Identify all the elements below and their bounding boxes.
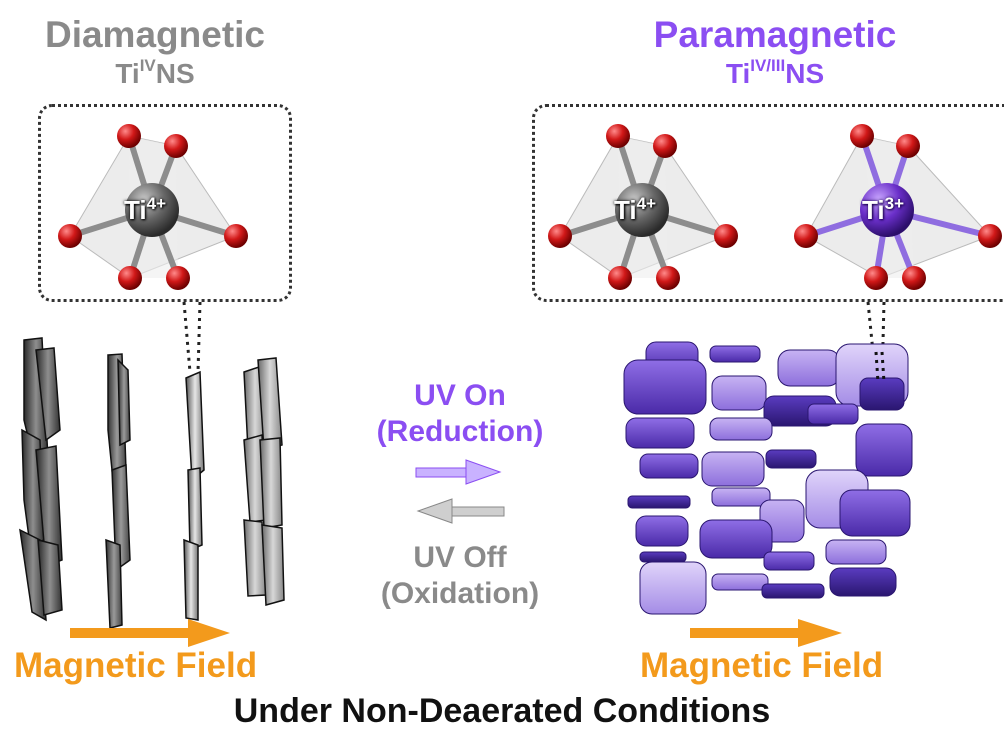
magnetic-field-arrow-left <box>70 619 230 647</box>
ti3-label: Ti3+ <box>862 194 905 225</box>
zoom-connector-right-end <box>874 351 886 383</box>
diamagnetic-structure-box <box>38 104 292 302</box>
uv-on-arrow <box>415 459 502 485</box>
paramagnetic-structure-box <box>532 104 1004 302</box>
uv-on-label: UV On (Reduction) <box>360 378 560 450</box>
diamagnetic-nanosheet-stacks <box>19 337 285 629</box>
paramagnetic-subtitle: TiIV/IIINS <box>725 56 825 89</box>
uv-on-line1: UV On <box>414 379 506 412</box>
paramagnetic-title: Paramagnetic <box>653 14 897 55</box>
uv-on-line2: (Reduction) <box>376 415 544 448</box>
ti4-octahedron-right <box>548 124 738 290</box>
diamagnetic-title: Diamagnetic <box>44 14 265 55</box>
uv-off-line2: (Oxidation) <box>380 577 540 610</box>
magnetic-field-label-right: Magnetic Field <box>640 646 884 685</box>
uv-off-line1: UV Off <box>413 541 507 574</box>
ti3-octahedron <box>794 124 1002 290</box>
zoom-connector-left <box>182 301 202 373</box>
uv-off-arrow <box>416 498 505 524</box>
conditions-caption: Under Non-Deaerated Conditions <box>233 692 771 730</box>
ti4-label-left: Ti4+ <box>124 194 167 225</box>
ti4-octahedron-left <box>58 124 248 290</box>
ti4-label-right: Ti4+ <box>614 194 657 225</box>
diamagnetic-subtitle: TiIVNS <box>115 56 195 89</box>
uv-off-label: UV Off (Oxidation) <box>360 540 560 612</box>
magnetic-field-arrow-right <box>690 619 842 647</box>
paramagnetic-nanosheet-cloud <box>623 341 913 615</box>
magnetic-field-label-left: Magnetic Field <box>14 646 258 685</box>
